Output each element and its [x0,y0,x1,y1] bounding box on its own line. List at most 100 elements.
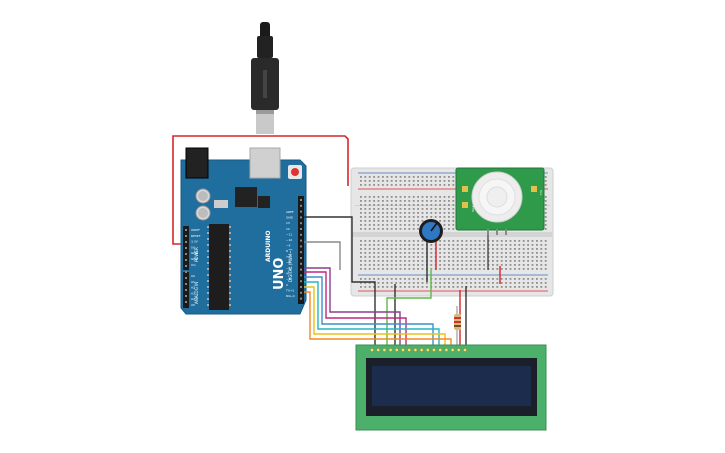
lcd-display[interactable] [355,344,547,431]
breadboard-hole [430,208,433,210]
header-pin[interactable] [300,268,302,271]
header-pin[interactable] [300,199,302,201]
breadboard-hole [509,244,512,246]
header-pin[interactable] [300,280,302,283]
cyan-wire[interactable] [304,281,440,347]
magenta-wire[interactable] [304,271,407,347]
breadboard-hole [544,268,547,270]
lcd-pin[interactable] [456,348,461,352]
breadboard-hole [368,228,371,230]
header-pin[interactable] [185,235,187,237]
ic-pin [207,232,209,234]
digital-pin-label: GND [286,216,294,220]
lcd-pin[interactable] [394,348,399,352]
header-pin[interactable] [185,271,187,273]
breadboard-hole [474,252,477,254]
breadboard-hole [377,212,380,214]
header-pin[interactable] [300,297,302,300]
header-pin[interactable] [185,229,187,231]
header-pin[interactable] [300,286,302,288]
pir-sensor[interactable]: Vout Vcc [455,167,545,235]
lcd-pin[interactable] [463,348,467,352]
breadboard-hole [509,252,512,254]
header-pin[interactable] [185,295,187,297]
header-pin[interactable] [300,228,302,230]
lcd-pin[interactable] [401,348,405,352]
breadboard-hole [364,224,367,226]
breadboard-hole [492,286,494,288]
header-pin[interactable] [185,241,187,243]
breadboard-hole [408,180,411,182]
breadboard-hole [390,204,393,206]
breadboard-hole [456,252,459,254]
header-pin[interactable] [185,277,187,279]
usb-port[interactable] [249,147,281,179]
breadboard-hole [452,252,455,254]
breadboard-hole [439,204,441,206]
breadboard-hole [443,248,446,250]
power-jack[interactable] [185,147,209,179]
black-gnd-wire[interactable] [304,216,376,347]
breadboard-hole [443,240,446,242]
breadboard-hole [474,256,477,258]
header-pin[interactable] [300,204,302,207]
breadboard-hole [417,282,419,284]
breadboard-hole [386,260,389,262]
breadboard-hole [417,200,419,202]
lcd-pin[interactable] [413,348,418,352]
breadboard-hole [522,286,525,288]
lcd-pin[interactable] [388,348,393,352]
header-pin[interactable] [185,289,187,291]
header-pin[interactable] [300,251,302,254]
header-pin[interactable] [300,222,302,225]
lcd-pin[interactable] [370,348,374,352]
lcd-pin[interactable] [444,348,449,352]
lcd-pin[interactable] [438,348,443,352]
header-pin[interactable] [185,301,187,303]
header-pin[interactable] [300,257,302,259]
breadboard-hole [360,244,362,246]
breadboard-hole [443,268,446,270]
header-pin[interactable] [300,291,302,294]
lcd-pin[interactable] [450,348,455,352]
lcd-pin[interactable] [376,348,381,352]
breadboard-hole [412,196,415,198]
lcd-pin[interactable] [432,348,436,352]
lcd-pin[interactable] [382,348,387,352]
header-pin[interactable] [185,265,187,267]
breadboard-hole [417,264,419,266]
blue-wire[interactable] [304,276,434,347]
header-pin[interactable] [185,283,187,285]
lcd-pin[interactable] [419,348,424,352]
header-pin[interactable] [300,233,302,236]
breadboard-hole [496,252,499,254]
breadboard-hole [404,264,406,266]
breadboard-hole [430,184,433,186]
gray-wire[interactable] [304,241,341,270]
breadboard-hole [408,286,411,288]
orange-wire[interactable] [304,291,452,347]
lcd-pin[interactable] [407,348,412,352]
breadboard-hole [536,260,538,262]
header-pin[interactable] [300,262,302,265]
header-pin[interactable] [300,274,302,277]
header-pin[interactable] [185,247,187,249]
breadboard-hole [474,268,477,270]
arduino-logo: ARDUINO [265,231,272,262]
header-pin[interactable] [300,210,302,213]
header-pin[interactable] [185,259,187,261]
header-pin[interactable] [300,245,302,248]
header-pin[interactable] [300,216,302,219]
red-power-wire[interactable] [172,135,349,245]
resistor[interactable] [454,306,461,347]
breadboard-hole [500,264,503,266]
header-pin[interactable] [185,253,187,255]
potentiometer[interactable] [419,219,443,243]
green-wire[interactable] [386,270,432,347]
breadboard-hole [514,264,516,266]
lcd-pin[interactable] [425,348,430,352]
header-pin[interactable] [300,239,302,242]
breadboard-hole [456,256,459,258]
breadboard-hole [360,200,362,202]
breadboard-hole [386,244,389,246]
